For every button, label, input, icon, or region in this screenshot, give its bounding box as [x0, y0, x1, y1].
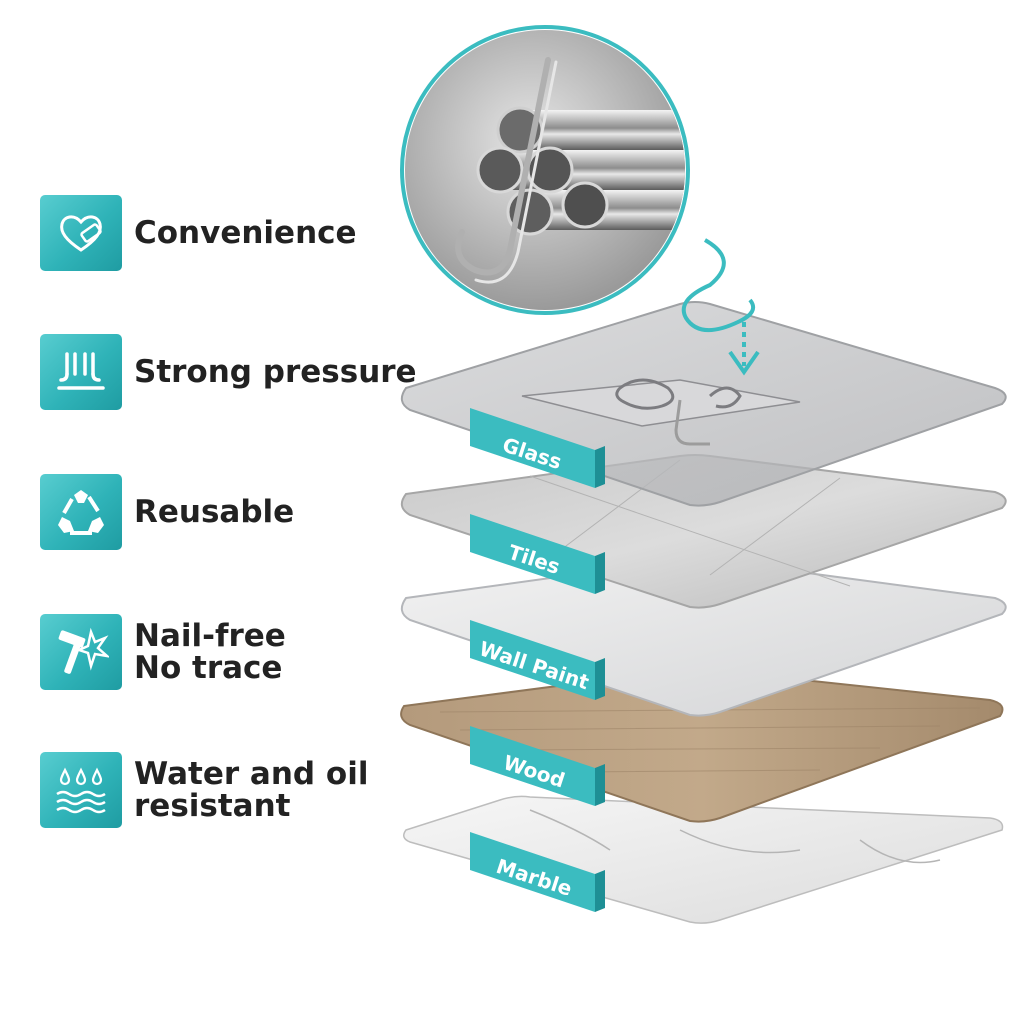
glass-layer	[400, 301, 1007, 507]
hammer-nail-icon	[40, 614, 122, 690]
pressure-icon	[40, 334, 122, 410]
surfaces-illustration: Glass Tiles Wall Paint Wood Marble	[400, 25, 1007, 924]
water-drops-icon	[40, 752, 122, 828]
feature-nail-free: Nail-free No trace	[40, 614, 286, 690]
tag-glass: Glass	[470, 408, 605, 488]
feature-convenience: Convenience	[40, 195, 357, 271]
arrow-down-icon	[681, 238, 760, 376]
feature-label: Nail-free No trace	[134, 618, 286, 686]
marble-layer	[403, 795, 1004, 924]
feature-strong-pressure: Strong pressure	[40, 334, 417, 410]
hook-zoom-circle	[400, 25, 690, 315]
feature-label: Strong pressure	[134, 354, 417, 390]
recycle-icon	[40, 474, 122, 550]
feature-label: Water and oil resistant	[134, 756, 369, 824]
feature-label: Reusable	[134, 494, 295, 530]
feature-water-oil-resistant: Water and oil resistant	[40, 752, 368, 828]
heart-tag-icon	[40, 195, 122, 271]
feature-reusable: Reusable	[40, 474, 294, 550]
feature-label: Convenience	[134, 215, 357, 251]
